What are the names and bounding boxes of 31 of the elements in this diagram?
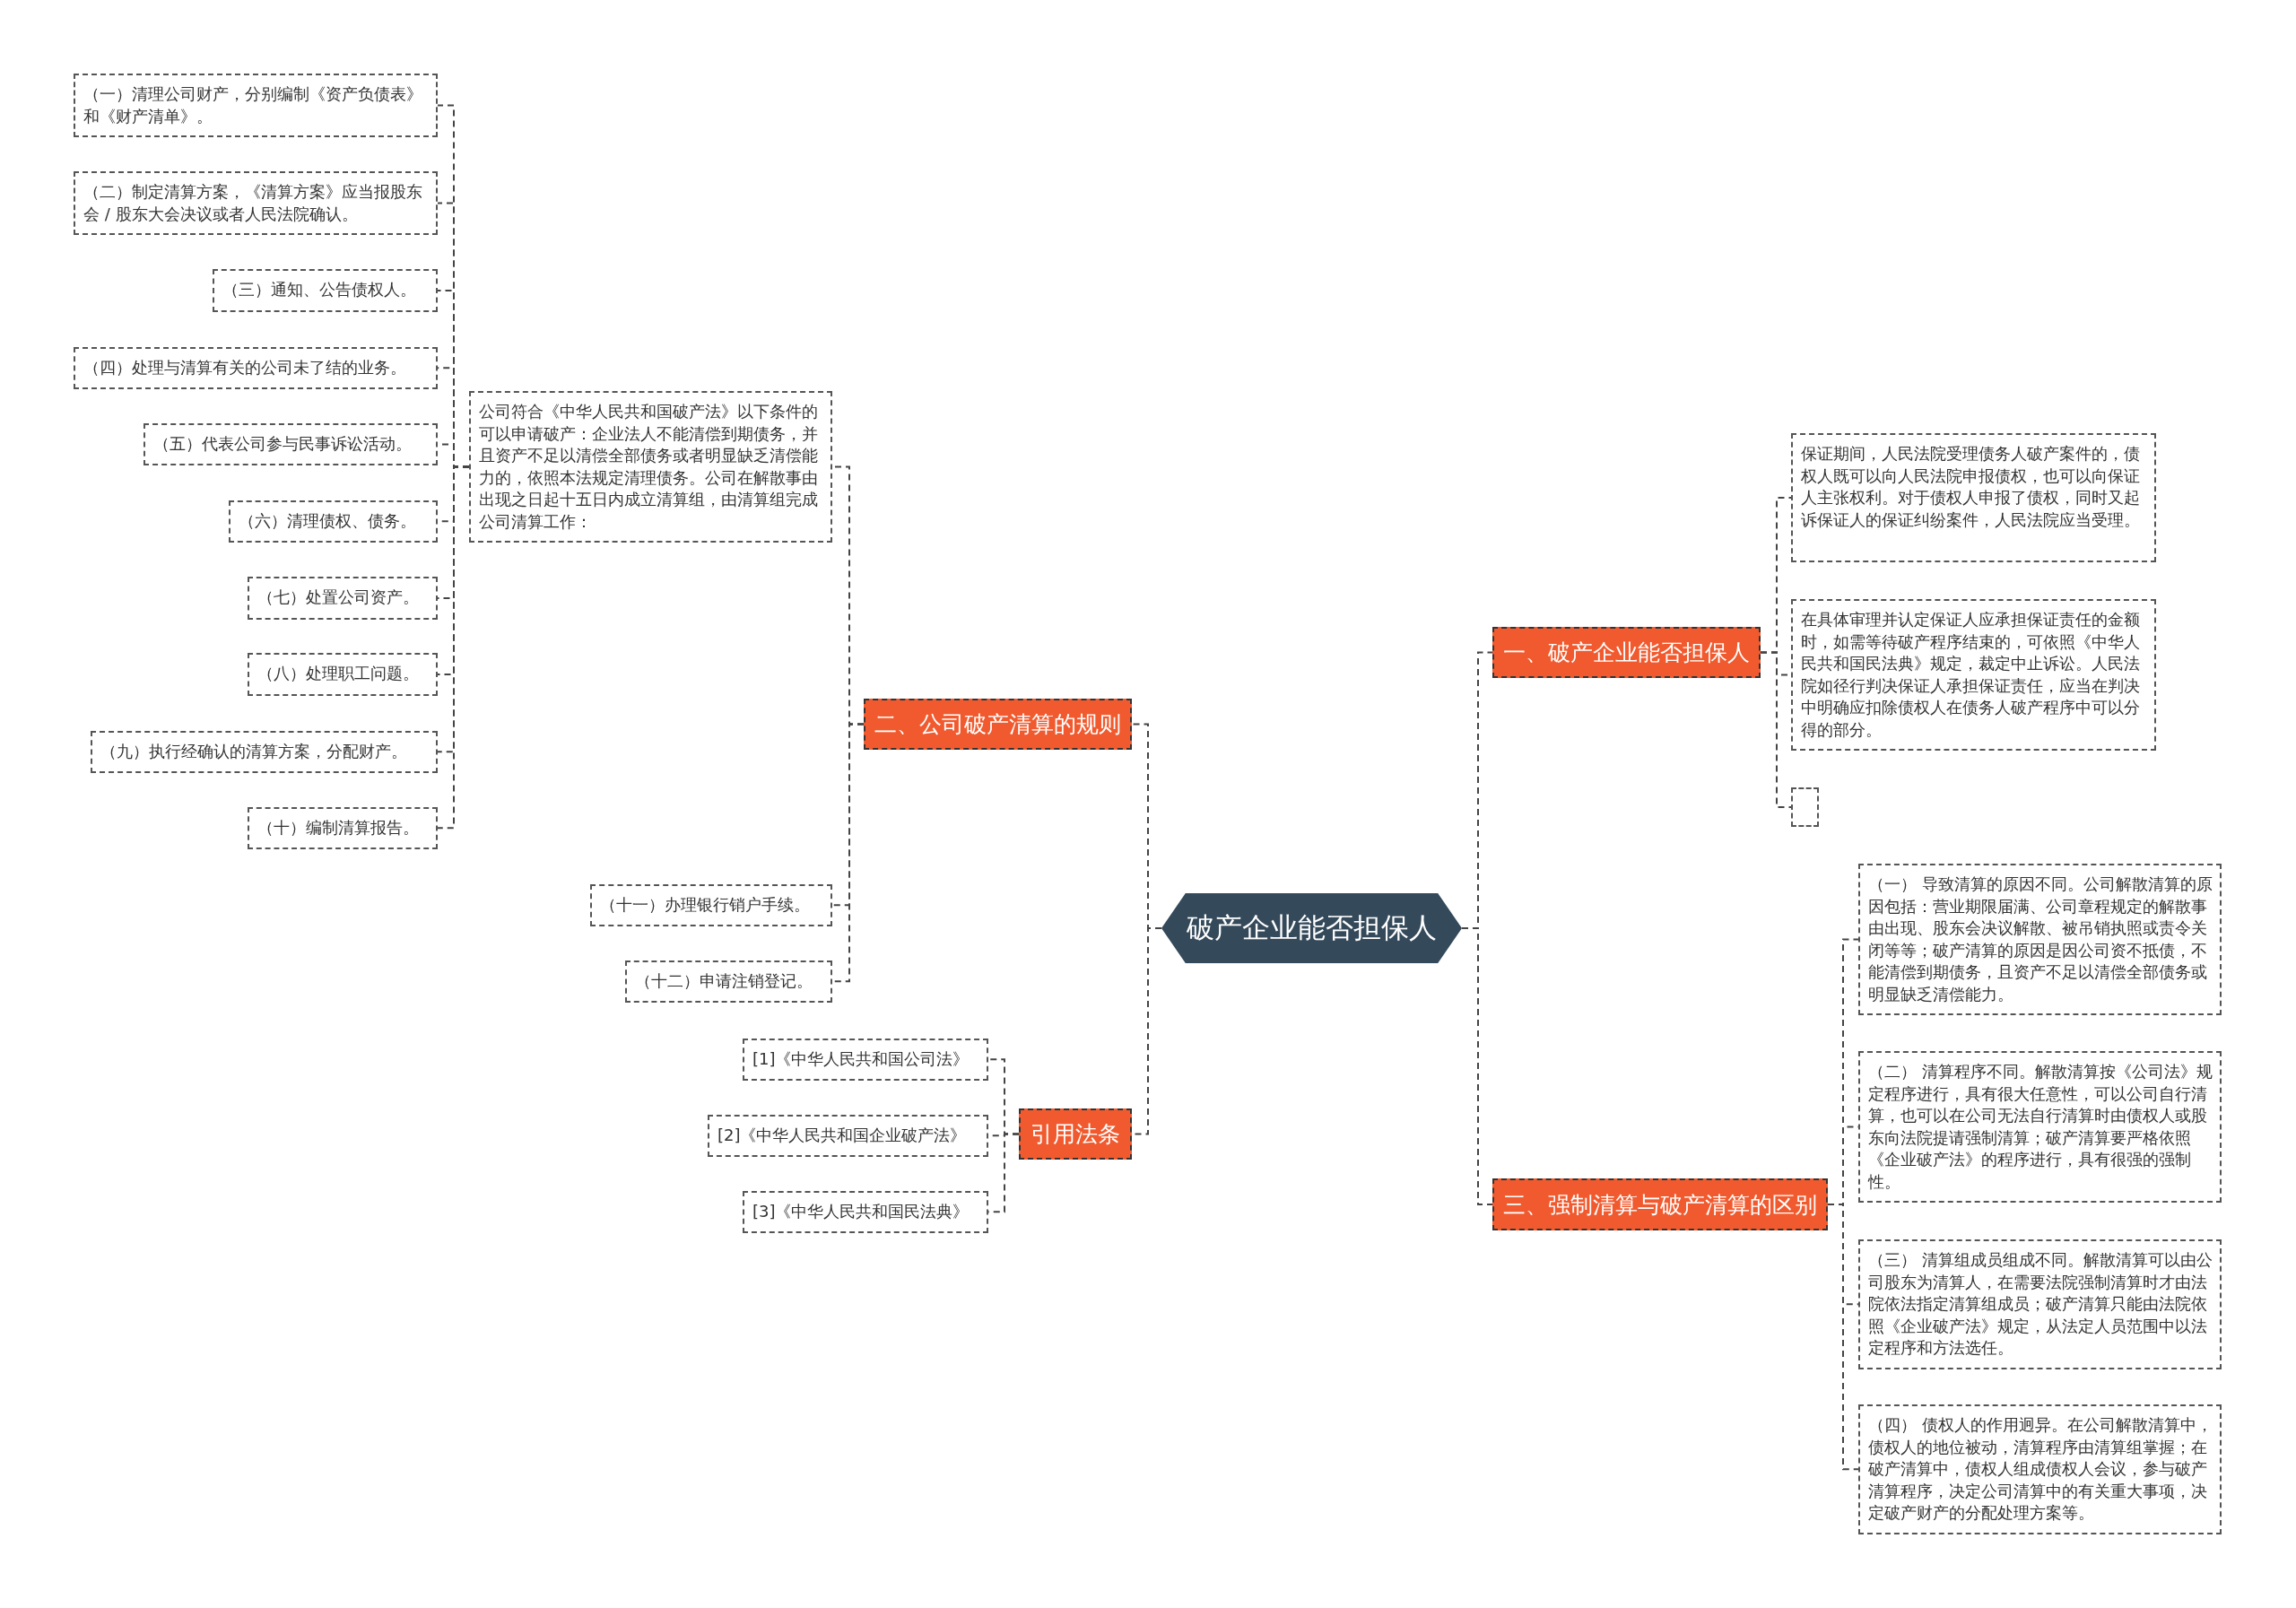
text-box: （三）通知、公告债权人。 <box>213 269 438 312</box>
empty-box <box>1791 787 1819 827</box>
text-box: （十一）办理银行销户手续。 <box>590 884 832 926</box>
topic-box: 三、强制清算与破产清算的区别 <box>1492 1178 1828 1230</box>
text-box: （五）代表公司参与民事诉讼活动。 <box>144 423 438 465</box>
connector-line <box>1461 927 1493 1205</box>
text-box: （一）清理公司财产，分别编制《资产负债表》和《财产清单》。 <box>74 74 438 137</box>
topic-box: 二、公司破产清算的规则 <box>864 699 1132 750</box>
text-box: （四） 债权人的作用迥异。在公司解散清算中，债权人的地位被动，清算程序由清算组掌握；在破产清算中，债权人组成债权人会议，参与破产清算程序，决定公司清算中的有关重大事项，决定破产财产的分配处理方案等。 <box>1858 1404 2222 1534</box>
text-box: [1]《中华人民共和国公司法》 <box>743 1039 988 1081</box>
topic-box: 一、破产企业能否担保人 <box>1492 627 1761 678</box>
text-box: （九）执行经确认的清算方案，分配财产。 <box>91 731 438 773</box>
text-box: 在具体审理并认定保证人应承担保证责任的金额时，如需等待破产程序结束的，可依照《中华人民共和国民法典》规定，裁定中止诉讼。人民法院如径行判决保证人承担保证责任，应当在判决中明确应扣除债权人在债务人破产程序中可以分得的部分。 <box>1791 599 2156 751</box>
text-box: （二）制定清算方案，《清算方案》应当报股东会 / 股东大会决议或者人民法院确认。 <box>74 171 438 235</box>
text-box: （一） 导致清算的原因不同。公司解散清算的原因包括：营业期限届满、公司章程规定的解散事由出现、股东会决议解散、被吊销执照或责令关闭等等；破产清算的原因是因公司资不抵债，不能清偿到期债务，且资产不足以清偿全部债务或明显缺乏清偿能力。 <box>1858 864 2222 1015</box>
text-box: （十）编制清算报告。 <box>248 807 438 849</box>
text-box: （二） 清算程序不同。解散清算按《公司法》规定程序进行，具有很大任意性，可以公司自行清算，也可以在公司无法自行清算时由债权人或股东向法院提请强制清算；破产清算要严格依照《企业破产法》的程序进行，具有很强的强制性。 <box>1858 1051 2222 1203</box>
text-box: （十二）申请注销登记。 <box>625 960 832 1003</box>
connector-line <box>1827 1204 1859 1471</box>
text-box: （六）清理债权、债务。 <box>229 500 438 543</box>
text-box: [2]《中华人民共和国企业破产法》 <box>708 1115 988 1157</box>
text-box: （八）处理职工问题。 <box>248 653 438 696</box>
text-box: （三） 清算组成员组成不同。解散清算可以由公司股东为清算人，在需要法院强制清算时才由法院依法指定清算组成员；破产清算只能由法院依照《企业破产法》规定，从法定人员范围中以法定程序和方法选任。 <box>1858 1239 2222 1369</box>
topic-box: 引用法条 <box>1019 1108 1132 1160</box>
text-box: 公司符合《中华人民共和国破产法》以下条件的可以申请破产：企业法人不能清偿到期债务，并且资产不足以清偿全部债务或者明显缺乏清偿能力的，依照本法规定清理债务。公司在解散事由出现之日起十五日内成立清算组，由清算组完成公司清算工作： <box>469 391 832 543</box>
text-box: （七）处置公司资产。 <box>248 577 438 620</box>
text-box: [3]《中华人民共和国民法典》 <box>743 1191 988 1233</box>
central-topic: 破产企业能否担保人 <box>1161 893 1462 963</box>
connector-line <box>1760 651 1792 808</box>
text-box: （四）处理与清算有关的公司未了结的业务。 <box>74 347 438 389</box>
text-box: 保证期间，人民法院受理债务人破产案件的，债权人既可以向人民法院申报债权，也可以向保证人主张权利。对于债权人申报了债权，同时又起诉保证人的保证纠纷案件，人民法院应当受理。 <box>1791 433 2156 562</box>
